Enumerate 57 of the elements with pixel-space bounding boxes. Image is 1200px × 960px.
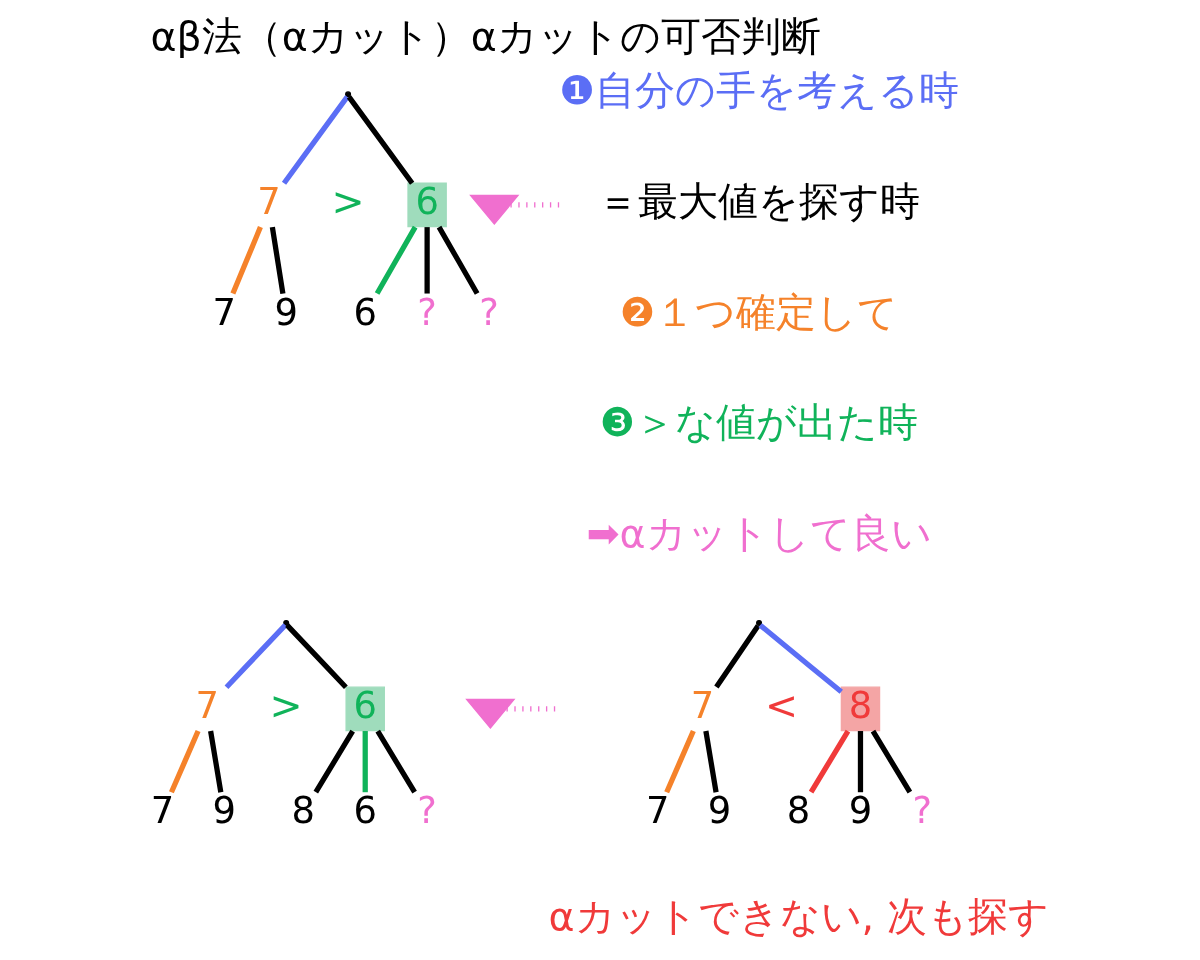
- connector: [224, 623, 288, 690]
- connector: [870, 729, 913, 794]
- label: ❷１つ確定して: [619, 288, 899, 335]
- connector: [169, 729, 201, 794]
- node-text: 7: [195, 684, 219, 728]
- node-text: 8: [291, 789, 316, 833]
- label: >: [269, 681, 303, 728]
- node-text: 9: [707, 789, 732, 833]
- node-text: 7: [645, 789, 670, 833]
- connector: [281, 95, 350, 185]
- node-point: [283, 619, 290, 626]
- node-text: 7: [212, 290, 237, 334]
- node-text: ?: [479, 290, 499, 334]
- node-text: 7: [257, 180, 281, 224]
- node-point: [345, 91, 352, 98]
- connector: [285, 623, 348, 690]
- node-text: 6: [353, 290, 377, 334]
- label: <: [764, 681, 798, 728]
- connector: [857, 731, 864, 793]
- node-text: 7: [150, 789, 175, 833]
- connector: [436, 225, 480, 295]
- label: ➡αカットして良い: [586, 509, 932, 556]
- connector: [703, 730, 719, 793]
- node-text: ?: [417, 290, 437, 334]
- node-text: 8: [786, 789, 811, 833]
- label: αカットできない, 次も探す: [548, 892, 1049, 939]
- connector: [424, 227, 430, 294]
- connector: [375, 729, 417, 794]
- node-text: 9: [848, 789, 873, 833]
- connector: [362, 731, 368, 793]
- connector: [208, 730, 224, 793]
- label: ❶自分の手を考える時: [559, 67, 959, 114]
- connector: [313, 729, 355, 794]
- node-text: 9: [274, 290, 298, 334]
- node-box: 8: [840, 686, 881, 732]
- connector: [374, 225, 418, 295]
- connector: [664, 729, 696, 794]
- node-text: 6: [353, 789, 377, 833]
- connector: [714, 624, 761, 689]
- label: ❸＞な値が出た時: [599, 399, 919, 446]
- connector: [269, 226, 286, 294]
- connector: [758, 623, 843, 694]
- node-text: ?: [417, 789, 437, 833]
- connector: [346, 95, 415, 185]
- label: ＝最大値を探す時: [598, 177, 921, 224]
- node-text: 9: [212, 789, 237, 833]
- diagram-title: αβ法（αカット）αカットの可否判断: [150, 13, 821, 60]
- node-point: [756, 619, 763, 626]
- node-box: 6: [345, 686, 385, 732]
- connector: [230, 226, 263, 295]
- node-text: ?: [912, 789, 933, 833]
- node-scissors: [469, 194, 520, 226]
- node-text: 7: [690, 684, 715, 728]
- label: >: [331, 177, 365, 224]
- node-scissors: [465, 698, 516, 730]
- connector: [808, 729, 851, 794]
- node-box: 6: [407, 182, 447, 228]
